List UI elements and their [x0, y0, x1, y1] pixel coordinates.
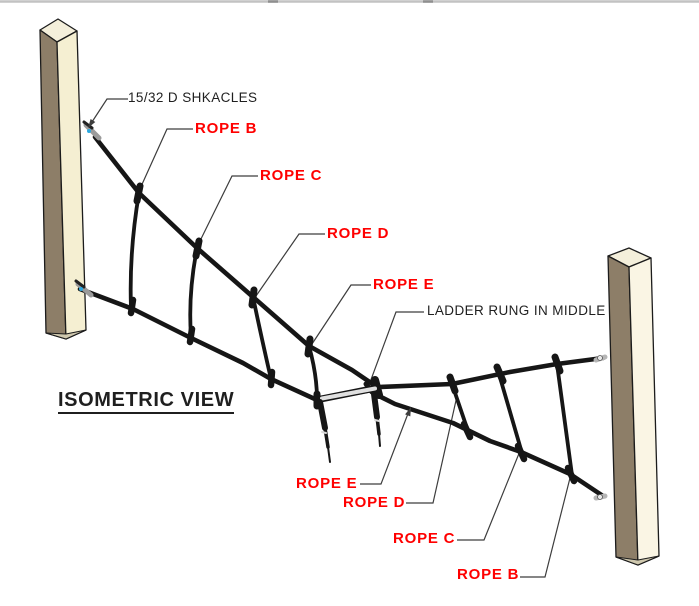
- callout-rope-b-lower: ROPE B: [457, 566, 520, 583]
- tensioner-body: [371, 391, 380, 420]
- left-top-shackle: [82, 120, 102, 141]
- ladder-rung-leader: [368, 311, 424, 386]
- view-title: ISOMETRIC VIEW: [58, 390, 235, 414]
- upper-right-rope: [376, 355, 606, 390]
- connector: [186, 325, 196, 346]
- shackles-leader: [89, 98, 128, 126]
- rope-d-lower-leader: [406, 395, 458, 504]
- rope-e-lower-leader: [360, 410, 410, 485]
- callout-rope-d-upper: ROPE D: [327, 225, 390, 242]
- middle-ladder-rung: [317, 384, 380, 403]
- tensioner-band: [321, 431, 327, 434]
- callout-rope-b-upper: ROPE B: [195, 120, 258, 137]
- shackles-leader-arrow: [88, 119, 96, 128]
- callout-rope-e-upper: ROPE E: [373, 276, 435, 293]
- callout-rope-d-lower: ROPE D: [343, 494, 406, 511]
- shackle-eye: [597, 355, 603, 361]
- connector: [267, 368, 276, 389]
- connector: [248, 286, 258, 309]
- connector: [460, 420, 474, 441]
- connector: [564, 464, 578, 485]
- right-bottom-shackle: [593, 493, 608, 501]
- callout-leader-lines: [89, 98, 572, 578]
- callout-rope-e-lower: ROPE E: [296, 475, 358, 492]
- hanging-tensioner-left: [317, 399, 331, 463]
- rope-e-lower-leader-arrow: [405, 407, 411, 417]
- connector: [514, 442, 528, 463]
- rope-b-rung-right: [555, 362, 574, 477]
- rope-b-upper-leader: [138, 128, 193, 192]
- rope-net: [77, 134, 606, 499]
- rope-c-lower-leader: [457, 450, 521, 541]
- tensioner-body: [317, 399, 328, 431]
- shackle-pin: [82, 120, 94, 130]
- shackles: [74, 120, 608, 501]
- callout-ladder-rung: LADDER RUNG IN MIDDLE: [427, 303, 606, 318]
- lower-left-rope: [77, 286, 320, 403]
- shackle-highlight-dot: [79, 287, 83, 291]
- connector: [133, 182, 144, 205]
- right-top-shackle: [593, 354, 608, 363]
- shackle-body: [83, 122, 102, 141]
- rope-c-upper-leader: [197, 175, 258, 246]
- rope-b-rung-left: [128, 191, 141, 310]
- callout-rope-c-lower: ROPE C: [393, 530, 456, 547]
- rope-c-rung-left: [188, 246, 199, 338]
- tensioner-shaft: [323, 426, 330, 449]
- rope-e-upper-leader: [311, 284, 371, 345]
- middle-rung-body: [320, 386, 377, 401]
- connector: [551, 353, 564, 375]
- callout-rope-c-upper: ROPE C: [260, 167, 323, 184]
- tensioner-hook: [378, 433, 381, 447]
- left-post: [39, 18, 87, 340]
- rope-d-upper-leader: [255, 233, 325, 297]
- tensioner-hook: [327, 446, 331, 463]
- connector: [192, 237, 203, 260]
- leader-arrowheads: [88, 119, 411, 417]
- tensioner-band: [374, 419, 380, 422]
- right-post-bottom-face: [615, 555, 660, 566]
- rope-connectors: [133, 182, 564, 410]
- hanging-tensioner-right: [371, 391, 381, 447]
- left-bottom-shackle: [74, 279, 94, 298]
- rope-c-rung-right: [497, 372, 524, 455]
- shackle-eye: [597, 494, 603, 500]
- upper-left-rope: [92, 134, 380, 390]
- left-post-bottom-face: [45, 329, 87, 340]
- connector: [304, 335, 314, 358]
- shackle-highlight-dot: [87, 129, 91, 133]
- right-post: [607, 247, 660, 566]
- callout-shackles: 15/32 D SHKACLES: [128, 90, 258, 105]
- shackle-pin: [74, 279, 86, 289]
- rope-b-lower-leader: [520, 473, 572, 578]
- connector: [127, 296, 137, 317]
- connector: [493, 363, 507, 385]
- connector: [446, 373, 459, 395]
